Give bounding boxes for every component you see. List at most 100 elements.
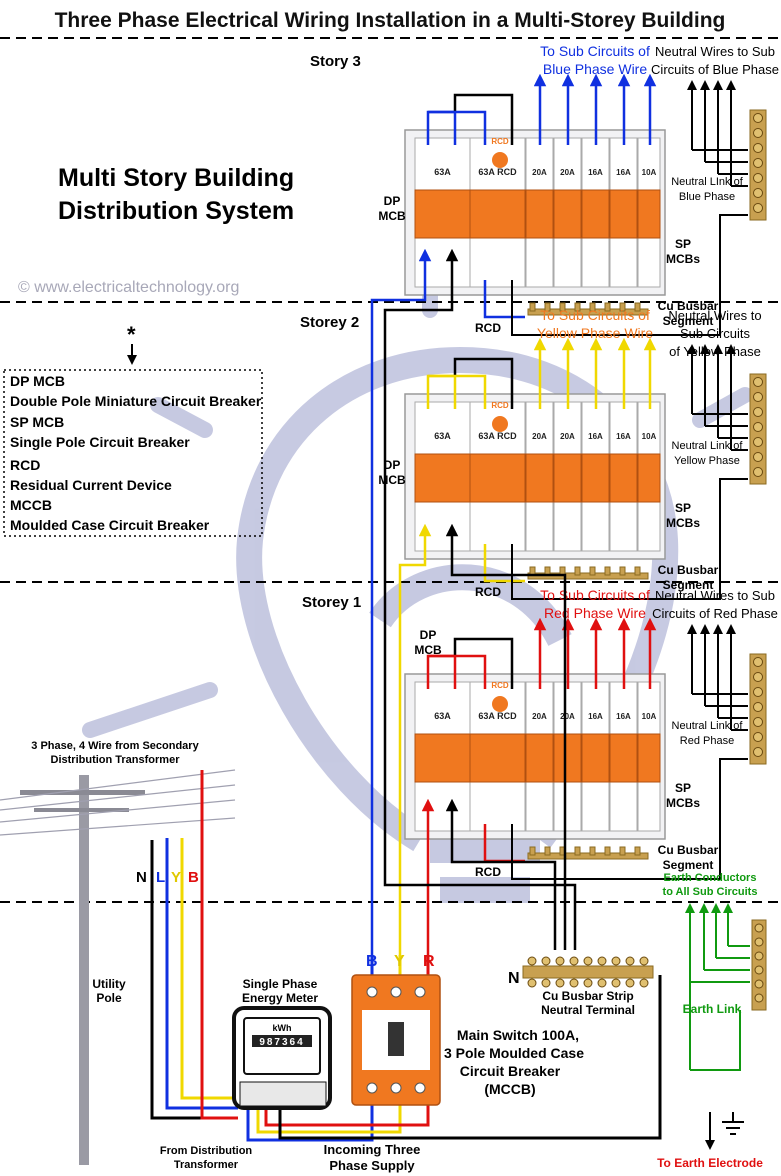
meter-digits: 987364	[259, 1037, 304, 1048]
legend-items: DP MCB Double Pole Miniature Circuit Bre…	[10, 373, 262, 533]
storey-1-neutral-wires-label: Circuits of Red Phase	[652, 606, 778, 621]
storey-3-rating-label: 16A	[588, 168, 603, 177]
mccb-icon	[351, 974, 441, 1106]
storey-2-sub-circuits-label: To Sub Circuits of	[540, 307, 650, 323]
from-transformer-1: From Distribution	[160, 1145, 253, 1157]
storey-3-sub-circuits-label: To Sub Circuits of	[540, 43, 650, 59]
storey-3-neutral-link-label: Blue Phase	[679, 191, 735, 203]
utility-pole-icon	[0, 769, 236, 1165]
storey-3-neutral-link	[453, 93, 514, 145]
phase-label-b: B	[188, 869, 199, 886]
mccb-phase-r: R	[423, 953, 435, 970]
storey-2-breaker-toggle	[553, 453, 582, 503]
storey-2-neutral-link-label: Yellow Phase	[674, 455, 740, 467]
storey-2-sp-label: MCBs	[666, 516, 700, 530]
storey-1-rating-label: 63A	[434, 711, 451, 721]
mccb-label-2: 3 Pole Moulded Case	[444, 1045, 584, 1061]
storey-3-rcd-button-icon	[492, 152, 508, 168]
storey-3-breaker-toggle	[414, 189, 471, 239]
storey-1-breaker-toggle	[637, 733, 661, 783]
storey-2-sub-circuits-label: Yellow Phase Wire	[537, 325, 653, 341]
storey-2-breaker-toggle	[525, 453, 554, 503]
phase-label-y: Y	[171, 869, 181, 886]
storey-2-rcd-button-icon	[492, 416, 508, 432]
storey-3-rcd-tag: RCD	[491, 137, 509, 146]
storey-1-sp-label: SP	[675, 781, 691, 795]
storey-2-breaker-toggle	[414, 453, 471, 503]
source-label-1: 3 Phase, 4 Wire from Secondary	[31, 740, 199, 752]
storey-1-neutral-link-label: Neutral Link of	[672, 720, 744, 732]
incoming-1: Incoming Three	[324, 1142, 421, 1157]
storey-2-breaker-toggle	[637, 453, 661, 503]
legend-text-sp: Single Pole Circuit Breaker	[10, 434, 190, 450]
meter-label-2: Energy Meter	[242, 991, 318, 1005]
storey-3-neutral-link-label: Neutral LInk of	[671, 176, 743, 188]
storey-1-label: Storey 1	[302, 594, 361, 611]
legend-marker: *	[127, 322, 136, 347]
storey-2-neutral-link-label: Neutral Link of	[672, 440, 744, 452]
storey-1-rcd-tag: RCD	[491, 681, 509, 690]
legend-box	[3, 369, 263, 537]
earth-conductors-1: Earth Conductors	[664, 872, 757, 884]
storey-3-busbar-label: Cu Busbar	[658, 299, 719, 313]
watermark-text: © www.electricaltechnology.org	[18, 279, 239, 296]
heading-line-1: Multi Story Building	[58, 164, 294, 192]
storey-1-rating-label: 20A	[532, 712, 547, 721]
phase-label-n: N	[136, 869, 147, 886]
storey-2-rating-label: 20A	[560, 432, 575, 441]
legend-abbr-dp: DP MCB	[10, 373, 65, 389]
source-label-2: Distribution Transformer	[51, 754, 181, 766]
storey-2-breaker-toggle	[609, 453, 638, 503]
storey-2-dp-label: MCB	[378, 473, 406, 487]
storey-3-neutral-wires-label: Neutral Wires to Sub	[655, 44, 775, 59]
storey-1-rcd-button-icon	[492, 696, 508, 712]
storey-2-label: Storey 2	[300, 314, 359, 331]
mccb-label-1: Main Switch 100A,	[457, 1027, 579, 1043]
storey-1-breaker-toggle	[609, 733, 638, 783]
pole-label-1: Utility	[92, 977, 126, 991]
storey-2-busbar-label: Cu Busbar	[658, 563, 719, 577]
storey-1-rcd-label: RCD	[475, 865, 501, 879]
storey-1-busbar-label: Cu Busbar	[658, 843, 719, 857]
storey-3-busbar-icon	[527, 308, 649, 316]
earth-conductors-2: to All Sub Circuits	[663, 886, 758, 898]
storey-1-rating-label: 16A	[588, 712, 603, 721]
storey-2-neutral-wires-label: Sub Circuits	[680, 326, 751, 341]
storey-2-rating-label: 16A	[616, 432, 631, 441]
storey-2-rating-label: 16A	[588, 432, 603, 441]
storey-2-rating-label: 10A	[642, 432, 657, 441]
storey-2-rating-label: 20A	[532, 432, 547, 441]
neutral-terminal-2: Neutral Terminal	[541, 1003, 635, 1017]
storey-3-rating-label: 10A	[642, 168, 657, 177]
storey-3-breaker-toggle	[525, 189, 554, 239]
storey-1-neutral-link	[453, 637, 514, 689]
storey-3-busbar-label: Segment	[663, 314, 714, 328]
storey-1-neutral-wires-label: Neutral Wires to Sub	[655, 588, 775, 603]
storey-1-busbar-label: Segment	[663, 858, 714, 872]
storey-1-rating-label: 20A	[560, 712, 575, 721]
earth-busbar-icon	[751, 919, 767, 1011]
storey-3-rating-label: 20A	[560, 168, 575, 177]
storey-1-dp-label: DP	[420, 628, 437, 642]
legend-text-dp: Double Pole Miniature Circuit Breaker	[10, 393, 262, 409]
storey-3-dp-label: MCB	[378, 209, 406, 223]
storey-3-sp-label: MCBs	[666, 252, 700, 266]
storey-3-rating-label: 63A RCD	[478, 167, 517, 177]
from-transformer-2: Transformer	[174, 1159, 239, 1171]
storey-dividers	[0, 37, 781, 903]
mccb-phase-y: Y	[394, 953, 405, 970]
legend-text-rcd: Residual Current Device	[10, 477, 172, 493]
supply-section: 3 Phase, 4 Wire from Secondary Distribut…	[0, 740, 767, 1173]
storey-1-breaker-toggle	[553, 733, 582, 783]
neutral-busbar-icon	[522, 956, 654, 988]
storey-2-neutral-link	[453, 357, 514, 409]
earth-link: Earth Link	[683, 1002, 742, 1016]
storey-3-rating-label: 16A	[616, 168, 631, 177]
storey-1-rating-label: 63A RCD	[478, 711, 517, 721]
pole-label-2: Pole	[96, 991, 122, 1005]
storey-2-neutral-wires-label: of Yellow Phase	[669, 344, 761, 359]
page-title: Three Phase Electrical Wiring Installati…	[55, 9, 726, 32]
